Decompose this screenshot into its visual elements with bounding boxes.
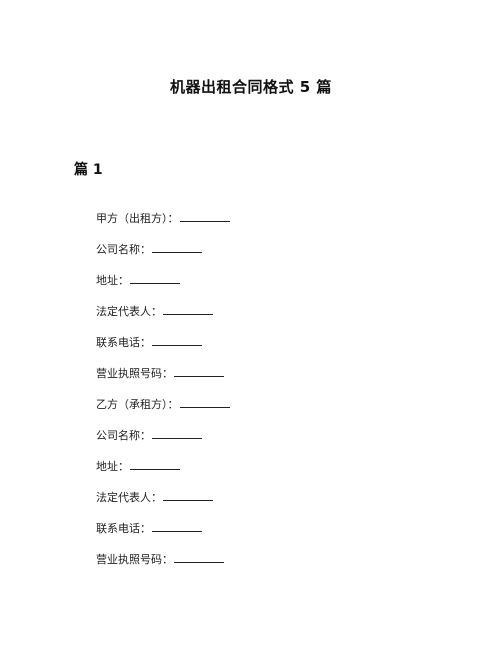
field-label: 法定代表人： xyxy=(96,491,162,504)
field-line-phone: 联系电话： xyxy=(96,334,230,365)
fill-in-blank xyxy=(174,365,224,377)
field-label: 公司名称： xyxy=(96,243,151,256)
fill-in-blank xyxy=(163,489,213,501)
field-label: 公司名称： xyxy=(96,429,151,442)
field-label: 营业执照号码： xyxy=(96,553,173,566)
fill-in-blank xyxy=(174,551,224,563)
section-heading: 篇 1 xyxy=(74,162,103,178)
fill-in-blank xyxy=(152,427,202,439)
party-info-list: 甲方（出租方）： 公司名称： 地址： 法定代表人： 联系电话： 营业执照号码： … xyxy=(96,210,230,582)
field-line-company-name: 公司名称： xyxy=(96,241,230,272)
fill-in-blank xyxy=(152,520,202,532)
fill-in-blank xyxy=(163,303,213,315)
field-line-license: 营业执照号码： xyxy=(96,551,230,582)
field-label: 营业执照号码： xyxy=(96,367,173,380)
field-label: 甲方（出租方）： xyxy=(96,212,179,225)
field-line-party-b: 乙方（承租方）： xyxy=(96,396,230,427)
fill-in-blank xyxy=(130,458,180,470)
field-line-party-a: 甲方（出租方）： xyxy=(96,210,230,241)
fill-in-blank xyxy=(152,334,202,346)
field-label: 联系电话： xyxy=(96,522,151,535)
field-line-phone: 联系电话： xyxy=(96,520,230,551)
field-label: 地址： xyxy=(96,460,129,473)
field-line-address: 地址： xyxy=(96,458,230,489)
field-label: 法定代表人： xyxy=(96,305,162,318)
fill-in-blank xyxy=(179,210,230,222)
fill-in-blank xyxy=(130,272,180,284)
field-line-legal-rep: 法定代表人： xyxy=(96,489,230,520)
field-line-address: 地址： xyxy=(96,272,230,303)
fill-in-blank xyxy=(152,241,202,253)
field-line-license: 营业执照号码： xyxy=(96,365,230,396)
field-line-company-name: 公司名称： xyxy=(96,427,230,458)
field-line-legal-rep: 法定代表人： xyxy=(96,303,230,334)
fill-in-blank xyxy=(179,396,230,408)
field-label: 联系电话： xyxy=(96,336,151,349)
document-title: 机器出租合同格式 5 篇 xyxy=(170,78,332,96)
field-label: 乙方（承租方）： xyxy=(96,398,179,411)
field-label: 地址： xyxy=(96,274,129,287)
